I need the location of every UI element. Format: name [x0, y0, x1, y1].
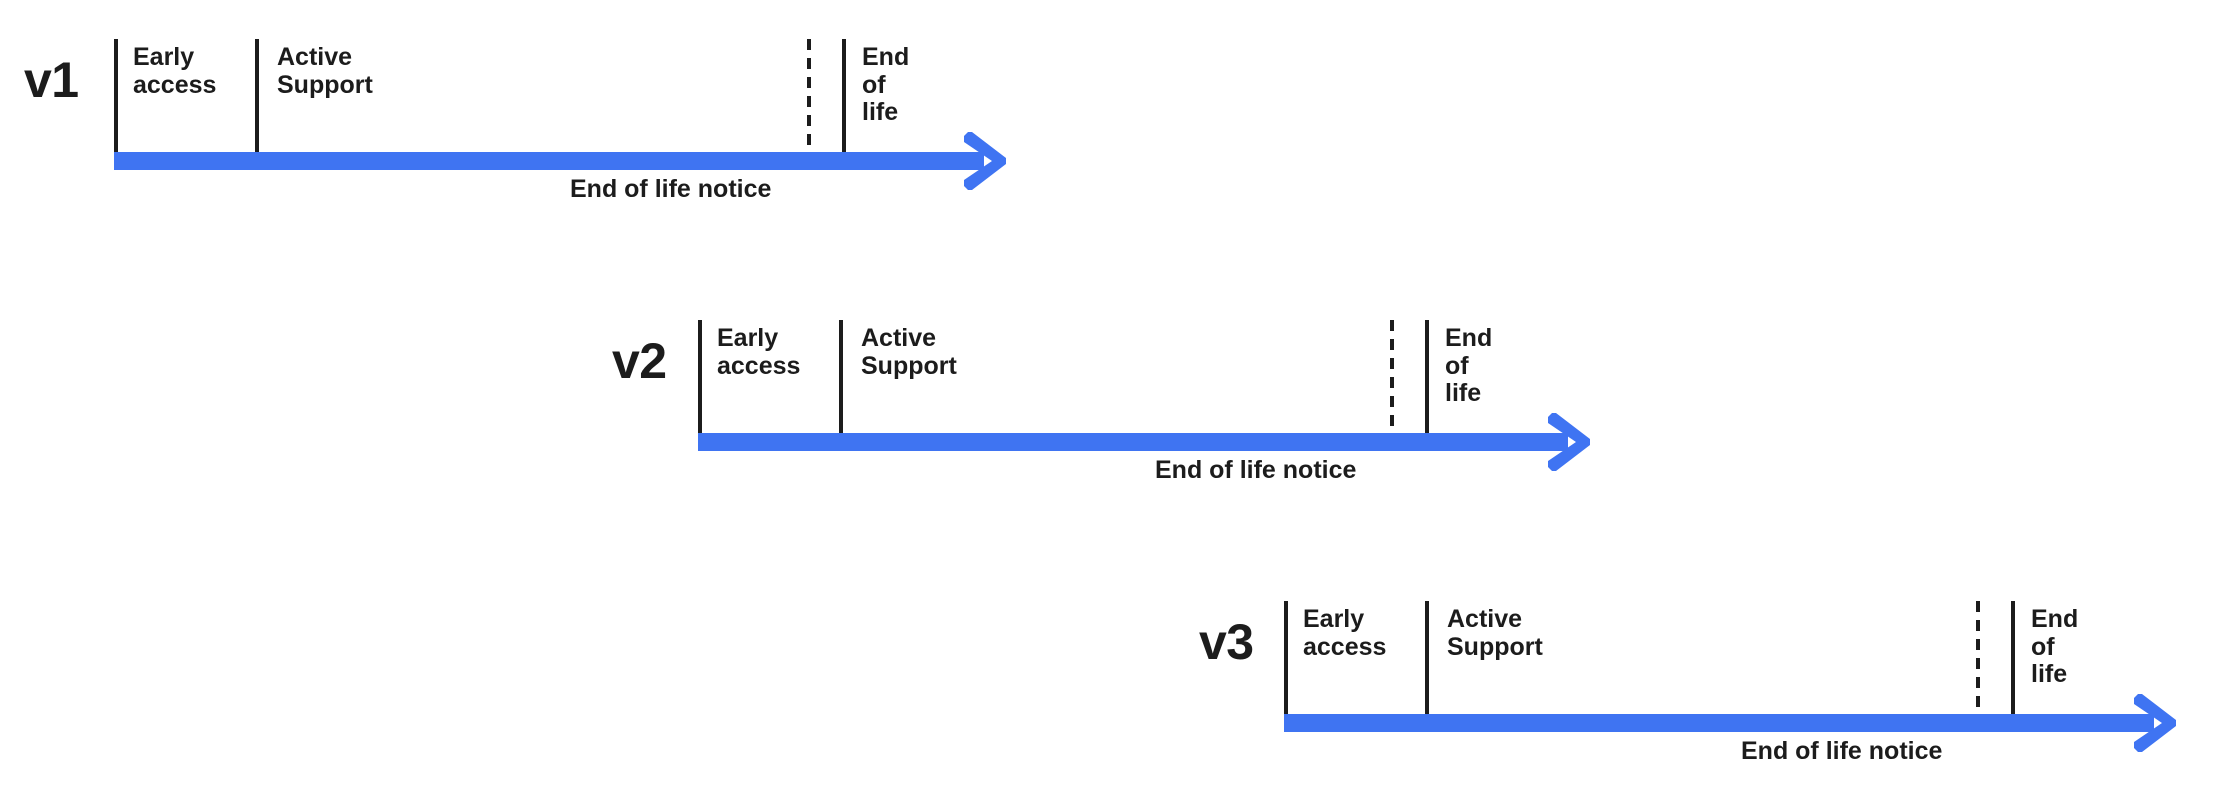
tick-end-of-life-v2 — [1425, 320, 1429, 433]
version-label-v3: v3 — [1199, 614, 1254, 670]
timeline-bar-v2 — [698, 433, 1568, 451]
tick-end-of-life-notice-v2 — [1390, 320, 1394, 433]
timeline-bar-v3 — [1284, 714, 2154, 732]
phase-label-end-of-life-v3: End of life — [2031, 605, 2079, 688]
timeline-bar-v1 — [114, 152, 984, 170]
tick-start-of-active-support-v2 — [839, 320, 843, 433]
tick-start-of-early-access-v1 — [114, 39, 118, 152]
version-label-v1: v1 — [24, 52, 79, 108]
timeline-arrow-icon-v2 — [1544, 411, 1614, 473]
tick-end-of-life-v3 — [2011, 601, 2015, 714]
timeline-arrow-icon-v1 — [960, 130, 1030, 192]
notice-label-v3: End of life notice — [1741, 737, 1943, 765]
tick-start-of-early-access-v3 — [1284, 601, 1288, 714]
phase-label-active-support-v3: Active Support — [1447, 605, 1543, 661]
version-label-v2: v2 — [612, 333, 667, 389]
phase-label-early-access-v2: Early access — [717, 324, 801, 380]
notice-label-v2: End of life notice — [1155, 456, 1357, 484]
phase-label-end-of-life-v1: End of life — [862, 43, 910, 126]
tick-start-of-active-support-v1 — [255, 39, 259, 152]
tick-end-of-life-notice-v1 — [807, 39, 811, 152]
timeline-arrow-icon-v3 — [2130, 692, 2200, 754]
tick-end-of-life-v1 — [842, 39, 846, 152]
phase-label-active-support-v2: Active Support — [861, 324, 957, 380]
phase-label-end-of-life-v2: End of life — [1445, 324, 1493, 407]
phase-label-active-support-v1: Active Support — [277, 43, 373, 99]
phase-label-early-access-v3: Early access — [1303, 605, 1387, 661]
tick-start-of-active-support-v3 — [1425, 601, 1429, 714]
phase-label-early-access-v1: Early access — [133, 43, 217, 99]
tick-start-of-early-access-v2 — [698, 320, 702, 433]
tick-end-of-life-notice-v3 — [1976, 601, 1980, 714]
notice-label-v1: End of life notice — [570, 175, 772, 203]
